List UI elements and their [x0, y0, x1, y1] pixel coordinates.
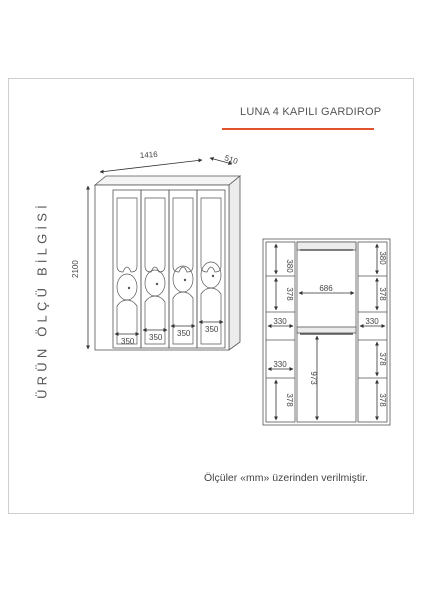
- top-shelf-rail: [296, 241, 357, 251]
- width-dimension-line: [99, 158, 203, 174]
- units-note: Ölçüler «mm» üzerinden verilmiştir.: [204, 472, 368, 484]
- left-top-shelf-label: 380: [285, 259, 294, 273]
- right-column: [357, 241, 388, 423]
- middle-shelf: [296, 326, 357, 334]
- door-2-width-label: 350: [149, 333, 163, 342]
- interior-labels: 380 378 330 330 378 686 973 380 378 330 …: [273, 251, 387, 407]
- wardrobe-side-face: [228, 175, 241, 351]
- width-label: 1416: [140, 150, 159, 160]
- depth-dimension-line: [209, 157, 233, 165]
- door-4: [196, 189, 226, 349]
- right-lower-shelf-label: 378: [378, 352, 387, 366]
- diagram-frame: [8, 78, 414, 514]
- front-dimensions: [86, 157, 233, 350]
- middle-hanging-label: 973: [309, 371, 318, 385]
- left-column: [265, 241, 296, 423]
- product-title: LUNA 4 KAPILI GARDIROP: [240, 106, 382, 118]
- middle-width-label: 686: [319, 284, 333, 293]
- door-4-upper-panel: [200, 197, 222, 273]
- door-1-lower-panel: [116, 299, 138, 345]
- left-lower-width-label: 330: [273, 360, 287, 369]
- left-bottom-shelf-label: 378: [285, 393, 294, 407]
- door-2-upper-panel: [144, 197, 166, 273]
- door-2-lower-panel: [144, 295, 166, 345]
- right-top-shelf-label: 380: [378, 251, 387, 265]
- door-3-lower-panel: [172, 291, 194, 345]
- interior-dimensions: [267, 243, 386, 421]
- door-panels: [116, 197, 222, 345]
- doors: [112, 189, 226, 349]
- right-width-label: 330: [365, 317, 379, 326]
- door-4-width-label: 350: [205, 325, 219, 334]
- left-mid-shelf-label: 378: [285, 287, 294, 301]
- door-knobs: [127, 274, 215, 290]
- door-4-lower-panel: [200, 287, 222, 345]
- wardrobe-top-face: [93, 175, 242, 186]
- door-3-width-label: 350: [177, 329, 191, 338]
- interior-view: [262, 238, 391, 426]
- door-3-upper-panel: [172, 197, 194, 273]
- depth-label: 510: [223, 153, 239, 166]
- right-bottom-shelf-label: 378: [378, 393, 387, 407]
- right-mid-shelf-label: 378: [378, 287, 387, 301]
- front-view: [93, 175, 242, 351]
- left-width-label: 330: [273, 317, 287, 326]
- height-label: 2100: [71, 260, 80, 278]
- door-1-upper-panel: [116, 197, 138, 273]
- door-1-width-label: 350: [121, 337, 135, 346]
- title-underline: [222, 128, 374, 130]
